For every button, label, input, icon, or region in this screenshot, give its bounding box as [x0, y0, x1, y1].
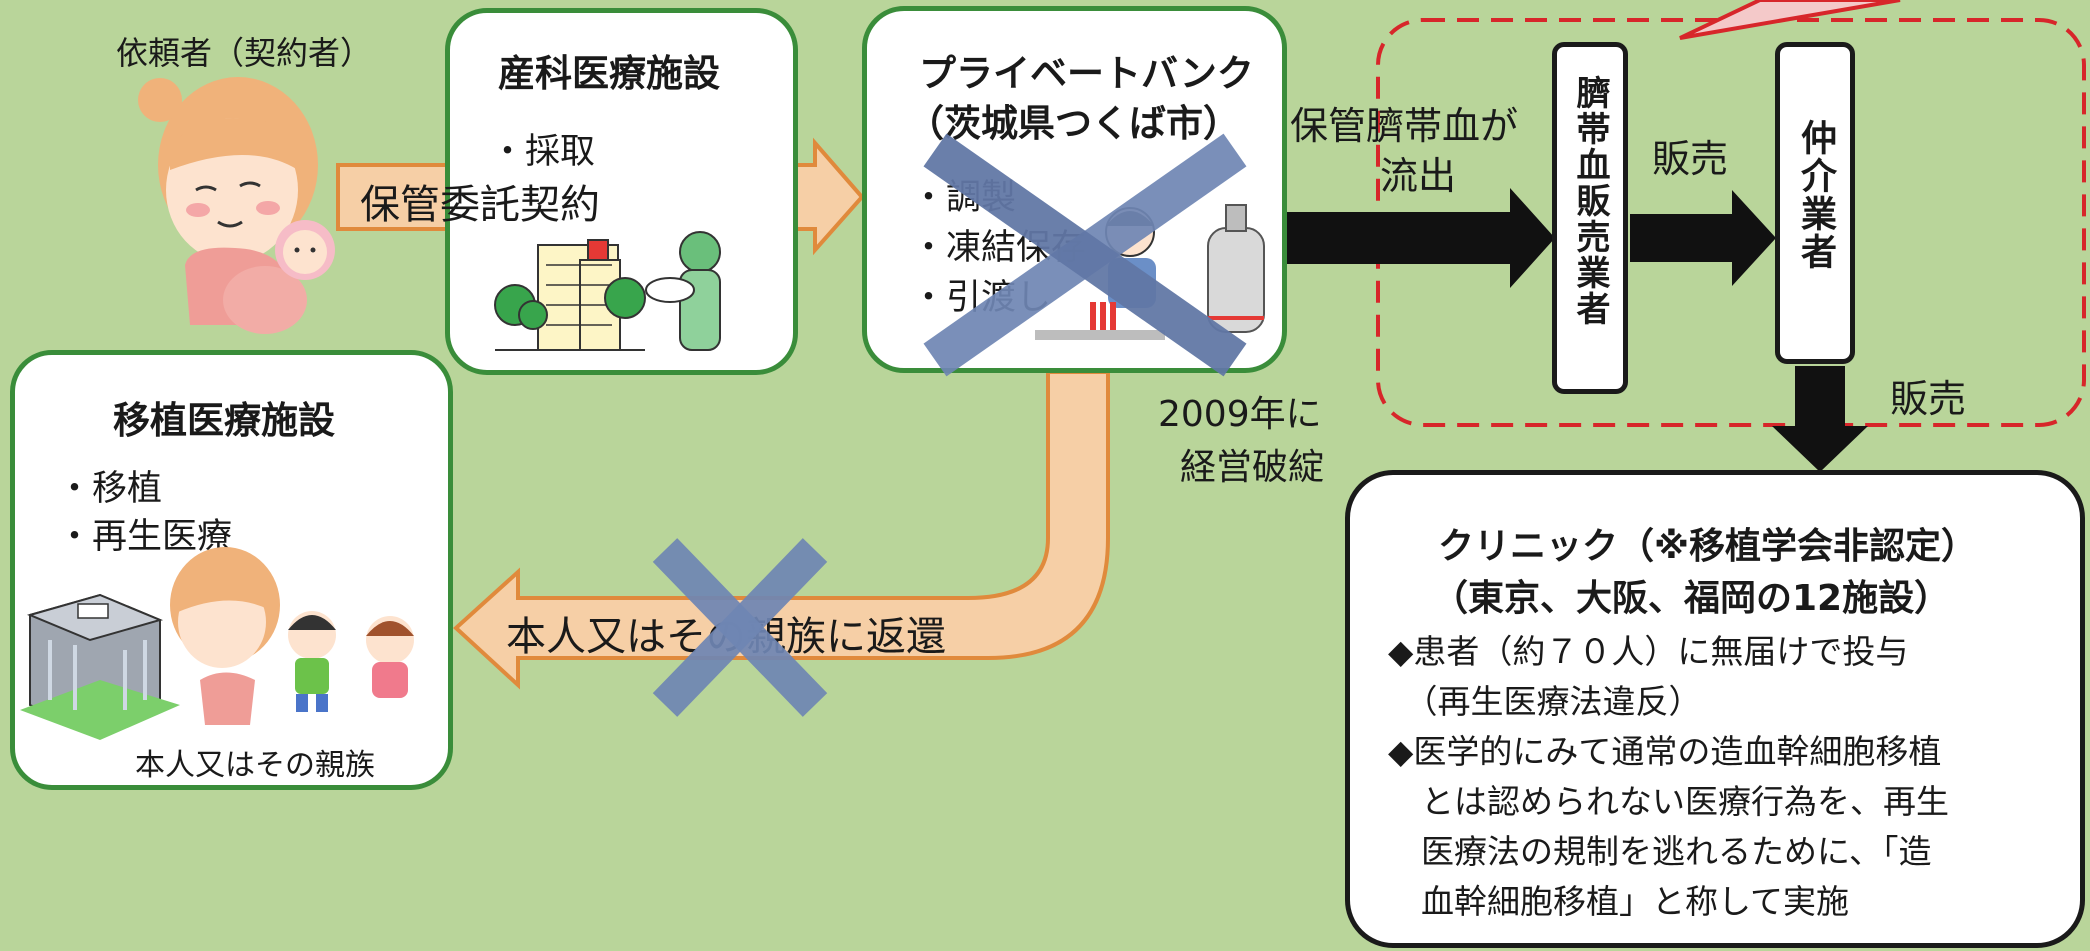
- girl-icon: [366, 616, 414, 698]
- clinic-box: クリニック（※移植学会非認定） （東京、大阪、福岡の12施設） ◆患者（約７０人…: [1345, 470, 2085, 948]
- clinic-title-line2: （東京、大阪、福岡の12施設）: [1432, 578, 1951, 619]
- outflow-label-line2: 流出: [1380, 154, 1457, 198]
- broker-box: 仲介業者: [1775, 42, 1855, 364]
- transplant-facility-caption: 本人又はその親族: [135, 748, 375, 783]
- transplant-facility-title: 移植医療施設: [113, 399, 335, 442]
- pregnant-woman-icon: [138, 77, 318, 334]
- private-bank-title-line1: プライベートバンク: [919, 52, 1254, 95]
- transplant-facility-item-2: ・再生医療: [57, 517, 233, 557]
- hospital-building-icon: [494, 239, 646, 351]
- freezer-tank-icon: [1207, 204, 1265, 333]
- clinic-line-2: （再生医療法違反）: [1388, 682, 1702, 721]
- sale-label-2: 販売: [1890, 377, 1967, 421]
- return-arrow: [453, 370, 1110, 690]
- clinic-line-6: 血幹細胞移植」と称して実施: [1388, 882, 1850, 921]
- clinic-line-1: ◆患者（約７０人）に無届けで投与: [1388, 632, 1909, 671]
- boy-icon: [288, 611, 336, 712]
- bankruptcy-line2: 経営破綻: [1180, 447, 1325, 488]
- sale-label-1: 販売: [1652, 137, 1729, 181]
- callout-pointer: [1679, 0, 1901, 40]
- cord-blood-seller-label: 臍帯血販売業者: [1570, 75, 1610, 327]
- mother-icon: [170, 547, 280, 725]
- hospital-building-icon: [20, 593, 180, 740]
- clinic-line-4: とは認められない医療行為を、再生: [1388, 782, 1949, 821]
- client-label: 依頼者（契約者）: [116, 34, 373, 72]
- clinic-title-line1: クリニック（※移植学会非認定）: [1438, 526, 1977, 567]
- test-tubes-icon: [1035, 302, 1165, 340]
- clinic-line-3: ◆医学的にみて通常の造血幹細胞移植: [1388, 732, 1942, 771]
- doctor-icon: [645, 231, 721, 351]
- cancel-cross-icon: [923, 133, 1247, 377]
- outflow-arrow: [1283, 188, 1555, 288]
- broker-label: 仲介業者: [1795, 119, 1836, 271]
- cancel-cross-icon: [652, 538, 828, 717]
- obstetric-facility-item: ・採取: [490, 132, 596, 172]
- contract-arrow-label: 保管委託契約: [360, 182, 600, 228]
- bankruptcy-line1: 2009年に: [1158, 394, 1322, 435]
- transplant-facility-item-1: ・移植: [57, 469, 163, 509]
- private-bank-title-line2: （茨城県つくば市）: [907, 102, 1240, 145]
- baby-icon: [275, 220, 335, 280]
- sale-arrow-1: [1630, 190, 1776, 286]
- sale-arrow-2: [1772, 366, 1868, 472]
- clinic-line-5: 医療法の規制を逃れるために、「造: [1388, 832, 1932, 871]
- outflow-label-line1: 保管臍帯血が: [1290, 104, 1519, 148]
- obstetric-facility-title: 産科医療施設: [498, 52, 720, 95]
- cord-blood-seller-box: 臍帯血販売業者: [1552, 42, 1628, 394]
